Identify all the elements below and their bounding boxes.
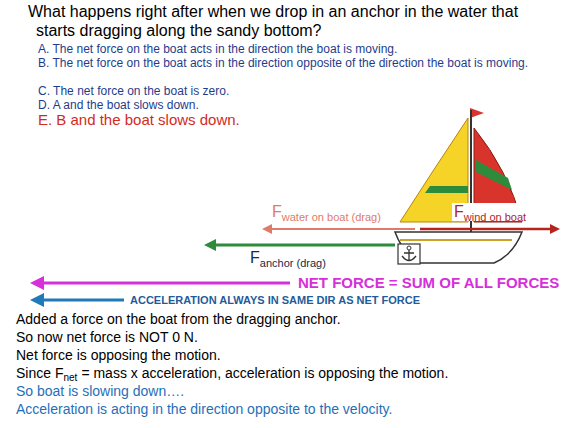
answer-option: B. The net force on the boat acts in the… xyxy=(38,56,538,70)
net-force-arrow xyxy=(42,282,290,285)
option-text: A. The net force on the boat acts in the… xyxy=(38,42,397,56)
hull xyxy=(395,232,522,263)
answer-option: C. The net force on the boat is zero. xyxy=(38,84,538,98)
sail-stripe xyxy=(425,186,468,193)
hull-trim xyxy=(400,239,512,241)
acceleration-label: ACCELERATION ALWAYS IN SAME DIR AS NET F… xyxy=(130,294,420,306)
explanation-line: Added a force on the boat from the dragg… xyxy=(16,310,341,328)
arrowhead xyxy=(204,239,216,251)
explanation-line: Since Fnet = mass x acceleration, acceler… xyxy=(16,364,448,384)
answer-option: D. A and the boat slows down. xyxy=(38,98,538,112)
anchor-ring xyxy=(407,246,411,250)
explanation-line: Net force is opposing the motion. xyxy=(16,346,221,364)
yellow-sail xyxy=(400,118,468,222)
net-force-text: NET FORCE = SUM OF ALL FORCES xyxy=(298,274,559,291)
arrowhead xyxy=(262,224,272,234)
force-label: Fwater on boat (drag) xyxy=(272,203,381,221)
anchor-symbol xyxy=(402,250,416,261)
answer-option: E. B and the boat slows down. xyxy=(38,111,240,128)
option-text: E. B and the boat slows down. xyxy=(38,111,240,128)
flag xyxy=(470,108,484,118)
force-subscript: wind on boat xyxy=(464,211,526,223)
anchor-icon-box xyxy=(398,244,420,264)
explanation-text: So now net force is NOT 0 N. xyxy=(16,329,198,345)
green-stripe xyxy=(476,160,512,190)
wind-arrow xyxy=(420,228,552,231)
subscript: net xyxy=(63,372,77,383)
force-subscript: water on boat (drag) xyxy=(282,211,381,223)
acceleration-arrow xyxy=(42,299,124,302)
option-text: C. The net force on the boat is zero. xyxy=(38,84,229,98)
arrowhead xyxy=(30,276,44,290)
acceleration-text: ACCELERATION ALWAYS IN SAME DIR AS NET F… xyxy=(130,294,420,306)
explanation-text: Since F xyxy=(16,365,63,381)
force-label: Fwind on boat xyxy=(452,203,528,221)
force-symbol: F xyxy=(250,249,260,266)
force-subscript: anchor (drag) xyxy=(260,257,326,269)
net-force-label: NET FORCE = SUM OF ALL FORCES xyxy=(298,274,559,291)
anchor-drag-arrow xyxy=(214,244,395,247)
option-text: D. A and the boat slows down. xyxy=(38,98,199,112)
arrowhead xyxy=(550,224,560,234)
explanation-line: So now net force is NOT 0 N. xyxy=(16,328,198,346)
arrowhead xyxy=(30,293,44,307)
explanation-text: Added a force on the boat from the dragg… xyxy=(16,311,341,327)
force-label: Fanchor (drag) xyxy=(250,249,326,267)
question-title: What happens right after when we drop in… xyxy=(28,2,528,40)
force-symbol: F xyxy=(272,203,282,220)
explanation-line: So boat is slowing down…. xyxy=(16,382,184,400)
force-symbol: F xyxy=(454,203,464,220)
explanation-text: So boat is slowing down…. xyxy=(16,383,184,399)
water-drag-arrow xyxy=(270,228,415,230)
explanation-text: Acceleration is acting in the direction … xyxy=(16,401,392,417)
explanation-text: = mass x acceleration, acceleration is o… xyxy=(81,365,448,381)
explanation-line: Acceleration is acting in the direction … xyxy=(16,400,392,418)
answer-option: A. The net force on the boat acts in the… xyxy=(38,42,538,56)
explanation-text: Net force is opposing the motion. xyxy=(16,347,221,363)
option-text: B. The net force on the boat acts in the… xyxy=(38,56,528,70)
